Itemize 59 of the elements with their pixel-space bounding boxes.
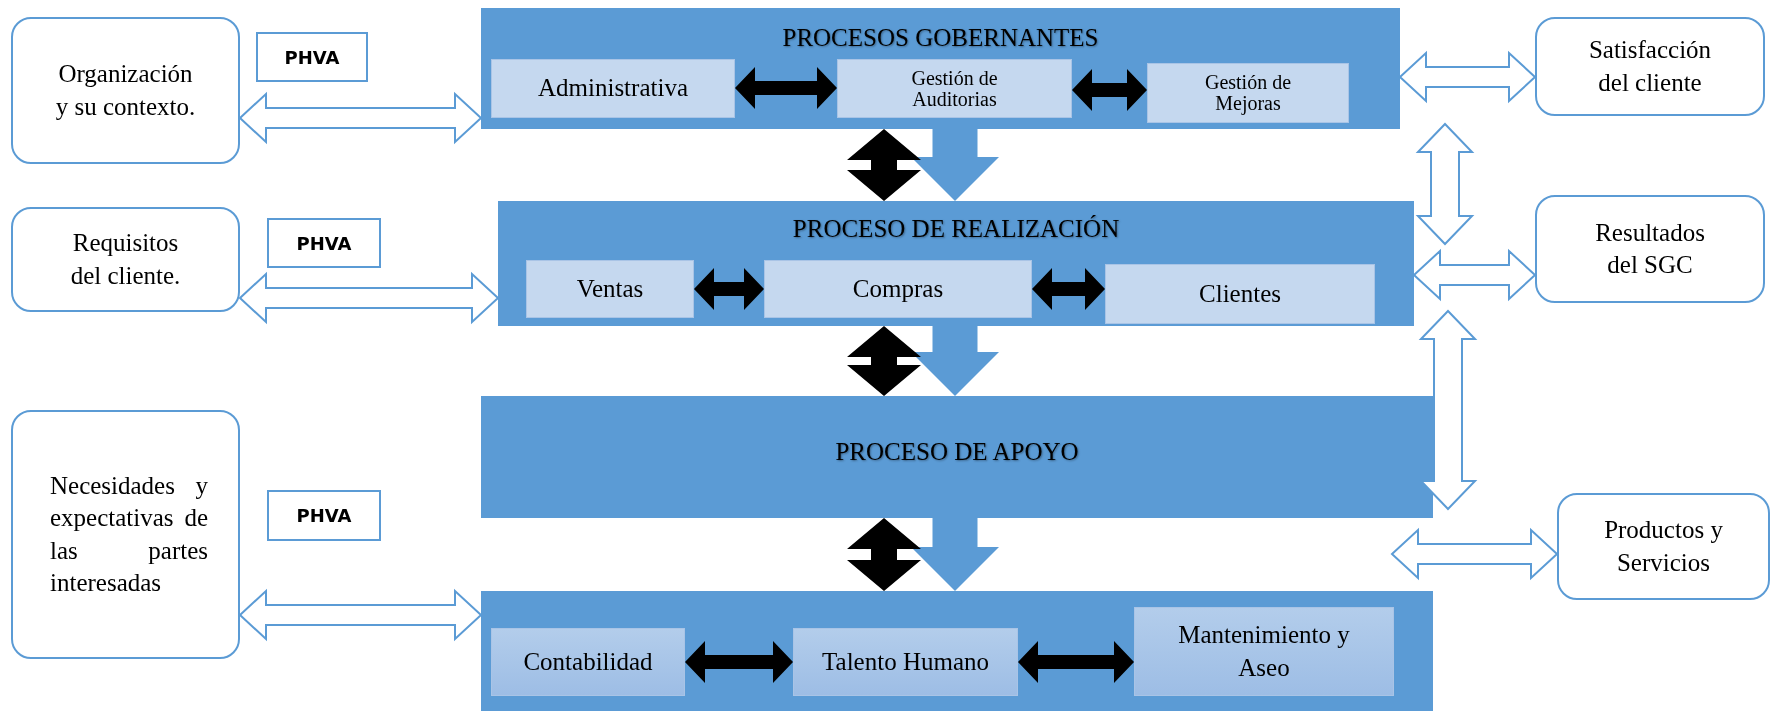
double-arrow	[238, 588, 483, 642]
rounded-box	[11, 410, 240, 659]
process-label: Talento Humano	[822, 646, 989, 677]
double-arrow	[1018, 641, 1134, 683]
phva-label: PHVA	[284, 46, 340, 68]
process-box	[837, 59, 1072, 118]
process-label: Gestión de Mejoras	[1203, 72, 1293, 114]
process-box	[1105, 264, 1375, 324]
process-box	[764, 260, 1032, 318]
double-arrow	[694, 268, 764, 310]
process-band	[481, 8, 1400, 129]
box-text: Necesidades y expectativas de las partes interesadas	[50, 470, 208, 598]
process-label: Ventas	[576, 275, 644, 303]
band-title: PROCESO DE REALIZACIÓN	[791, 215, 1121, 243]
double-arrow	[1390, 527, 1559, 581]
process-box	[491, 628, 685, 696]
double-arrow	[735, 67, 837, 109]
process-box	[491, 59, 735, 118]
box-text: Productos y Servicios	[1603, 515, 1724, 578]
label-box	[267, 490, 381, 541]
process-label: Contabilidad	[523, 646, 653, 677]
process-band	[481, 396, 1433, 518]
label-box	[256, 32, 368, 82]
double-arrow	[1412, 248, 1537, 302]
block-arrow	[911, 518, 999, 591]
process-label: Administrativa	[538, 75, 688, 102]
double-arrow	[847, 326, 921, 396]
band-title: PROCESOS GOBERNANTES	[781, 24, 1100, 52]
process-box	[1134, 607, 1394, 696]
double-arrow	[1398, 50, 1537, 104]
process-box	[526, 260, 694, 318]
process-band	[481, 591, 1433, 711]
process-label: Clientes	[1199, 280, 1281, 308]
phva-label: PHVA	[296, 505, 352, 526]
double-arrow	[238, 91, 483, 145]
band-title: PROCESO DE APOYO	[834, 438, 1080, 466]
phva-label: PHVA	[296, 232, 352, 254]
double-arrow	[1072, 69, 1147, 111]
process-band	[498, 201, 1414, 326]
label-box	[267, 218, 381, 268]
rounded-box	[1557, 493, 1770, 600]
double-arrow	[1032, 268, 1105, 310]
box-text: Satisfacción del cliente	[1587, 35, 1713, 98]
box-text: Requisitos del cliente.	[69, 228, 182, 291]
double-arrow	[685, 641, 793, 683]
process-label: Compras	[852, 275, 944, 303]
process-label: Gestión de Auditorias	[910, 67, 999, 110]
rounded-box	[1535, 195, 1765, 303]
double-arrow	[847, 518, 921, 591]
box-text: Organización y su contexto.	[54, 59, 197, 122]
process-box	[793, 628, 1018, 696]
rounded-box	[11, 17, 240, 164]
process-label: Mantenimiento y Aseo	[1177, 620, 1351, 683]
rounded-box	[11, 207, 240, 312]
rounded-box	[1535, 17, 1765, 116]
process-box	[1147, 63, 1349, 123]
box-text: Resultados del SGC	[1594, 217, 1706, 280]
double-arrow	[847, 129, 921, 201]
double-arrow	[238, 271, 500, 325]
